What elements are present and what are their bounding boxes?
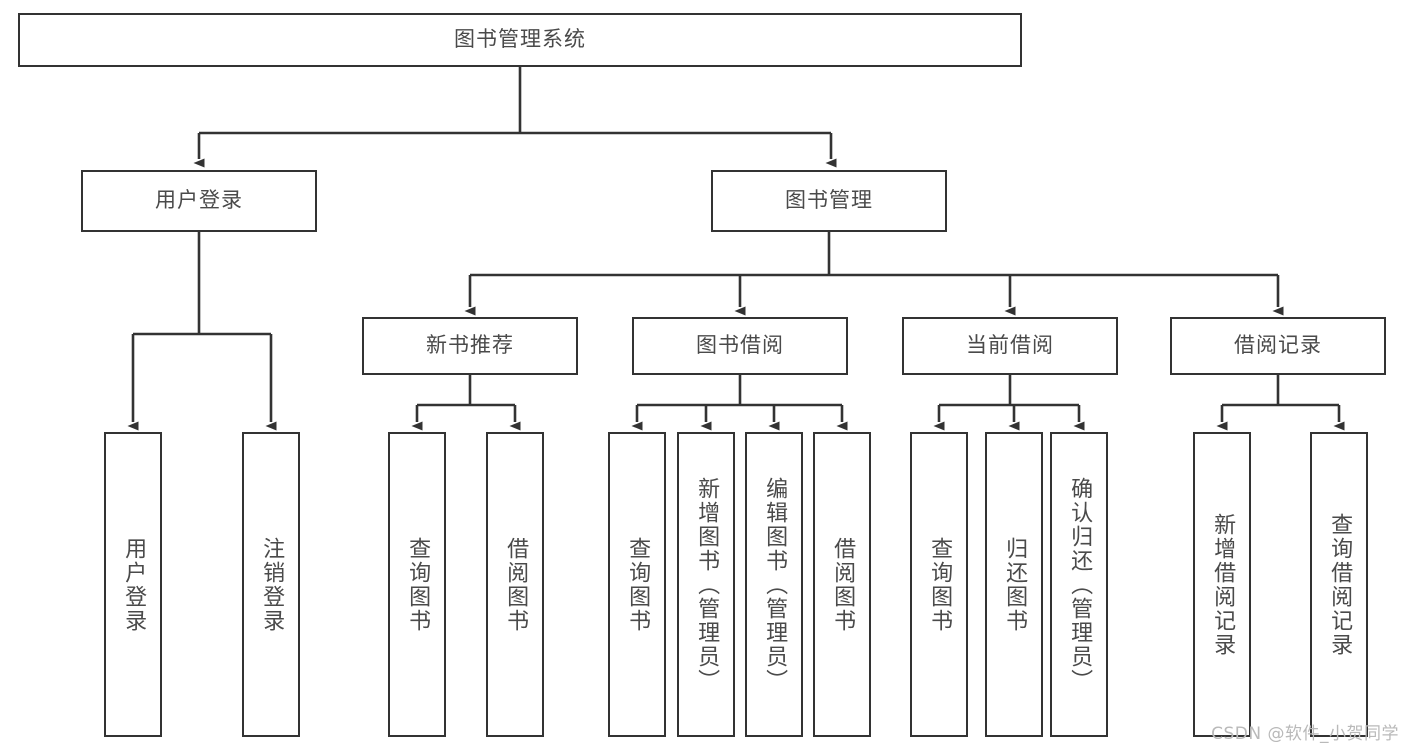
leaf-node-label: 查询图书 (405, 536, 431, 633)
leaf-node[interactable]: 新增借阅记录 (1193, 432, 1251, 737)
leaf-node[interactable]: 归还图书 (985, 432, 1043, 737)
node-user-login[interactable]: 用户登录 (81, 170, 317, 232)
leaf-node-label: 用户登录 (121, 536, 147, 633)
leaf-node-label: 注销登录 (259, 536, 285, 633)
leaf-node-label: 新增借阅记录 (1210, 512, 1236, 657)
leaf-node[interactable]: 编辑图书（管理员） (745, 432, 803, 737)
leaf-node-label: 借阅图书 (503, 536, 529, 633)
leaf-node[interactable]: 借阅图书 (813, 432, 871, 737)
node-current-borrow[interactable]: 当前借阅 (902, 317, 1118, 375)
leaf-node-label: 编辑图书（管理员） (762, 476, 788, 693)
leaf-node[interactable]: 注销登录 (242, 432, 300, 737)
node-user-login-label: 用户登录 (155, 188, 243, 213)
node-borrow-records[interactable]: 借阅记录 (1170, 317, 1386, 375)
node-new-book-recommend-label: 新书推荐 (426, 333, 514, 358)
leaf-node[interactable]: 用户登录 (104, 432, 162, 737)
leaf-node[interactable]: 查询借阅记录 (1310, 432, 1368, 737)
leaf-node-label: 查询借阅记录 (1327, 512, 1353, 657)
node-borrow-records-label: 借阅记录 (1234, 333, 1322, 358)
leaf-node[interactable]: 新增图书（管理员） (677, 432, 735, 737)
leaf-node-label: 查询图书 (927, 536, 953, 633)
leaf-node-label: 借阅图书 (830, 536, 856, 633)
leaf-node-label: 确认归还（管理员） (1067, 476, 1093, 693)
node-current-borrow-label: 当前借阅 (966, 333, 1054, 358)
leaf-node[interactable]: 查询图书 (910, 432, 968, 737)
node-root-label: 图书管理系统 (454, 27, 586, 52)
leaf-node[interactable]: 查询图书 (608, 432, 666, 737)
node-book-borrow[interactable]: 图书借阅 (632, 317, 848, 375)
csdn-watermark: CSDN @软件_小贺同学 (1211, 724, 1399, 744)
leaf-node[interactable]: 查询图书 (388, 432, 446, 737)
leaf-node[interactable]: 借阅图书 (486, 432, 544, 737)
node-root[interactable]: 图书管理系统 (18, 13, 1022, 67)
node-book-borrow-label: 图书借阅 (696, 333, 784, 358)
node-book-management[interactable]: 图书管理 (711, 170, 947, 232)
leaf-node-label: 查询图书 (625, 536, 651, 633)
node-book-management-label: 图书管理 (785, 188, 873, 213)
leaf-node-label: 新增图书（管理员） (694, 476, 720, 693)
leaf-node[interactable]: 确认归还（管理员） (1050, 432, 1108, 737)
leaf-node-label: 归还图书 (1002, 536, 1028, 633)
node-new-book-recommend[interactable]: 新书推荐 (362, 317, 578, 375)
